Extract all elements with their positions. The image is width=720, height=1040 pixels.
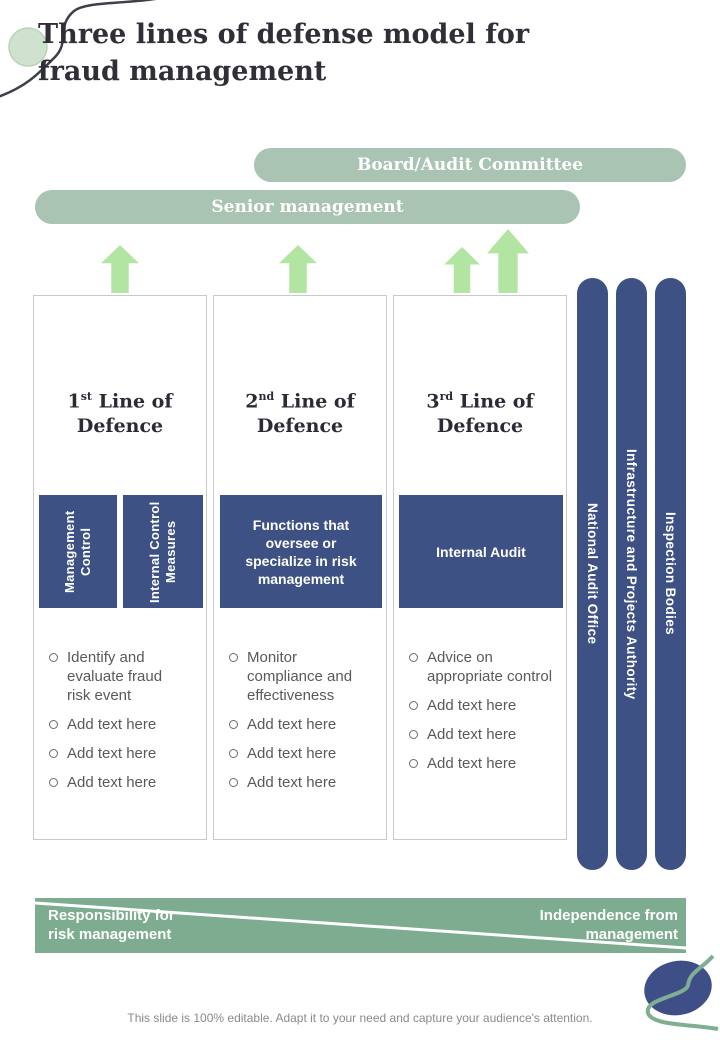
pill-national-audit-office: National Audit Office [577, 278, 608, 870]
list-item: Add text here [409, 725, 561, 744]
list-item: Add text here [229, 744, 381, 763]
bullet-icon [229, 778, 238, 787]
bullet-icon [229, 720, 238, 729]
card-heading: 1st Line of Defence [67, 390, 173, 438]
list-item: Identify and evaluate fraud risk event [49, 648, 201, 705]
bullet-icon [49, 653, 58, 662]
banner-right-label: Independence from management [539, 907, 678, 943]
list-item: Add text here [229, 715, 381, 734]
title-line1: Three lines of defense model for [38, 19, 530, 50]
bullet-list: Monitor compliance and effectiveness Add… [229, 648, 381, 802]
bullet-icon [409, 730, 418, 739]
bullet-list: Identify and evaluate fraud risk event A… [49, 648, 201, 802]
up-arrow-icon [101, 245, 139, 293]
footer-note: This slide is 100% editable. Adapt it to… [127, 1011, 593, 1025]
bullet-icon [409, 759, 418, 768]
card-second-line-of-defence: 2nd Line of Defence Functions that overs… [213, 295, 387, 840]
responsibility-independence-banner: Responsibility for risk management Indep… [35, 898, 686, 953]
bullet-icon [409, 653, 418, 662]
list-item: Monitor compliance and effectiveness [229, 648, 381, 705]
page-title: Three lines of defense model for fraud m… [38, 16, 638, 90]
risk-functions-box: Functions that oversee or specialize in … [220, 495, 382, 608]
internal-control-measures-box: Internal Control Measures [123, 495, 203, 608]
bullet-icon [409, 701, 418, 710]
pill-infrastructure-projects-authority: Infrastructure and Projects Authority [616, 278, 647, 870]
list-item: Add text here [49, 773, 201, 792]
banner-left-label: Responsibility for risk management [48, 907, 175, 943]
card-heading: 2nd Line of Defence [245, 390, 355, 438]
list-item: Add text here [229, 773, 381, 792]
pill-inspection-bodies: Inspection Bodies [655, 278, 686, 870]
card-first-line-of-defence: 1st Line of Defence Management Control I… [33, 295, 207, 840]
senior-management-bar: Senior management [35, 190, 580, 224]
bullet-icon [49, 720, 58, 729]
bullet-list: Advice on appropriate control Add text h… [409, 648, 561, 783]
list-item: Add text here [409, 696, 561, 715]
title-line2: fraud management [38, 56, 327, 87]
bullet-icon [49, 778, 58, 787]
up-arrow-icon [487, 229, 529, 293]
card-third-line-of-defence: 3rd Line of Defence Internal Audit Advic… [393, 295, 567, 840]
diagonal-divider [35, 901, 686, 950]
bullet-icon [229, 653, 238, 662]
list-item: Add text here [49, 715, 201, 734]
card-heading: 3rd Line of Defence [426, 390, 534, 438]
up-arrow-icon [279, 245, 317, 293]
list-item: Advice on appropriate control [409, 648, 561, 686]
list-item: Add text here [49, 744, 201, 763]
management-control-box: Management Control [39, 495, 117, 608]
board-audit-committee-bar: Board/Audit Committee [254, 148, 686, 182]
bullet-icon [229, 749, 238, 758]
internal-audit-box: Internal Audit [399, 495, 563, 608]
list-item: Add text here [409, 754, 561, 773]
up-arrow-icon [444, 247, 480, 293]
bullet-icon [49, 749, 58, 758]
